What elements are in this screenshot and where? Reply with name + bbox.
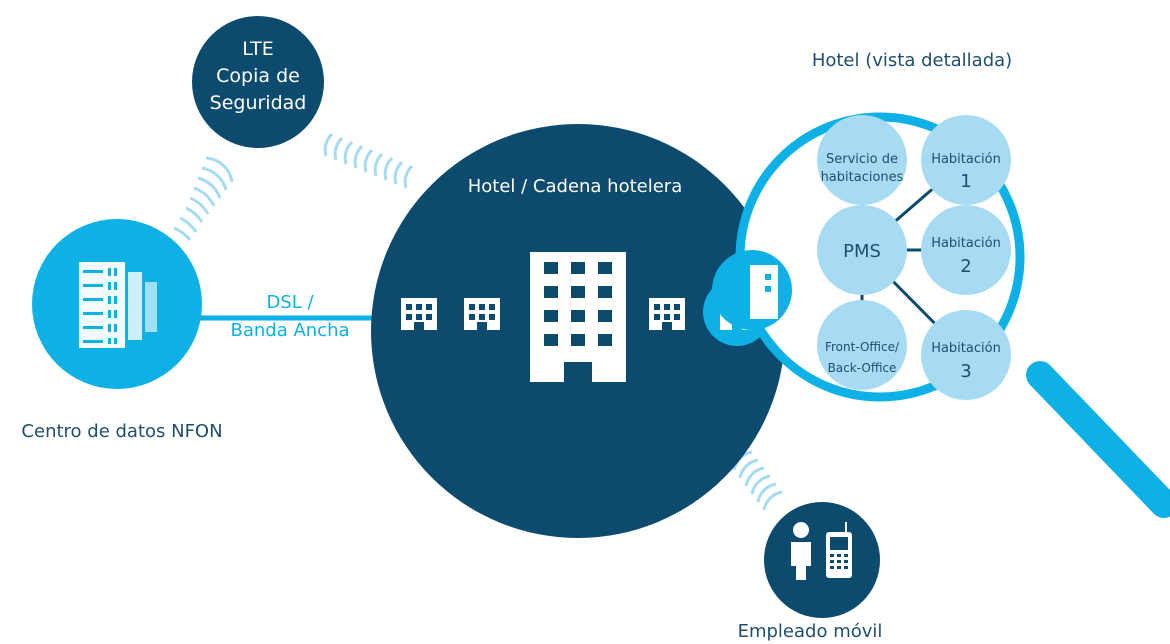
- hotel-chain-title: Hotel / Cadena hotelera: [468, 176, 683, 197]
- office-line2: Back-Office: [828, 361, 897, 375]
- office-line1: Front-Office/: [825, 340, 900, 354]
- detail-node-room-service: Servicio de habitaciones: [817, 115, 907, 205]
- server-rack-icon: [79, 262, 157, 348]
- room-2-line1: Habitación: [931, 236, 1001, 251]
- wireless-signal-lte-datacenter-icon: [173, 156, 234, 242]
- hotel-chain-node: Hotel / Cadena hotelera: [371, 124, 785, 538]
- lte-label-line3: Seguridad: [210, 92, 307, 114]
- detail-view-title: Hotel (vista detallada): [812, 50, 1012, 71]
- phone-icon: [826, 522, 852, 578]
- detail-node-room-2: Habitación 2: [921, 205, 1011, 295]
- room-service-line1: Servicio de: [826, 152, 898, 167]
- detail-node-pms: PMS: [817, 205, 907, 295]
- dsl-link-label-line2: Banda Ancha: [230, 320, 349, 341]
- lens-hotel-fragment: [712, 250, 792, 330]
- room-3-line2: 3: [960, 361, 971, 382]
- detail-node-room-1: Habitación 1: [921, 115, 1011, 205]
- person-icon: [791, 522, 811, 580]
- mobile-employee-label: Empleado móvil: [738, 621, 883, 642]
- mobile-employee-node: [764, 502, 880, 618]
- small-building-icon: [464, 298, 500, 330]
- detail-node-room-3: Habitación 3: [921, 310, 1011, 400]
- lte-label-line2: Copia de: [216, 65, 300, 87]
- room-3-line1: Habitación: [931, 341, 1001, 356]
- room-2-line2: 2: [960, 256, 971, 277]
- lte-backup-node: LTE Copia de Seguridad: [192, 16, 324, 148]
- room-1-line2: 1: [960, 171, 971, 192]
- wireless-signal-lte-hotel-icon: [323, 132, 414, 189]
- room-service-line2: habitaciones: [821, 170, 904, 185]
- small-building-icon: [401, 298, 437, 330]
- datacenter-label: Centro de datos NFON: [21, 421, 222, 442]
- datacenter-node: [32, 219, 202, 389]
- dsl-link-label-line1: DSL /: [266, 292, 314, 313]
- building-icon: [530, 252, 626, 382]
- room-1-line1: Habitación: [931, 152, 1001, 167]
- small-building-icon: [649, 298, 685, 330]
- wireless-signal-mobile-icon: [732, 450, 783, 511]
- pms-label: PMS: [843, 241, 881, 262]
- detail-node-office: Front-Office/ Back-Office: [817, 300, 907, 390]
- lte-label-line1: LTE: [242, 38, 274, 60]
